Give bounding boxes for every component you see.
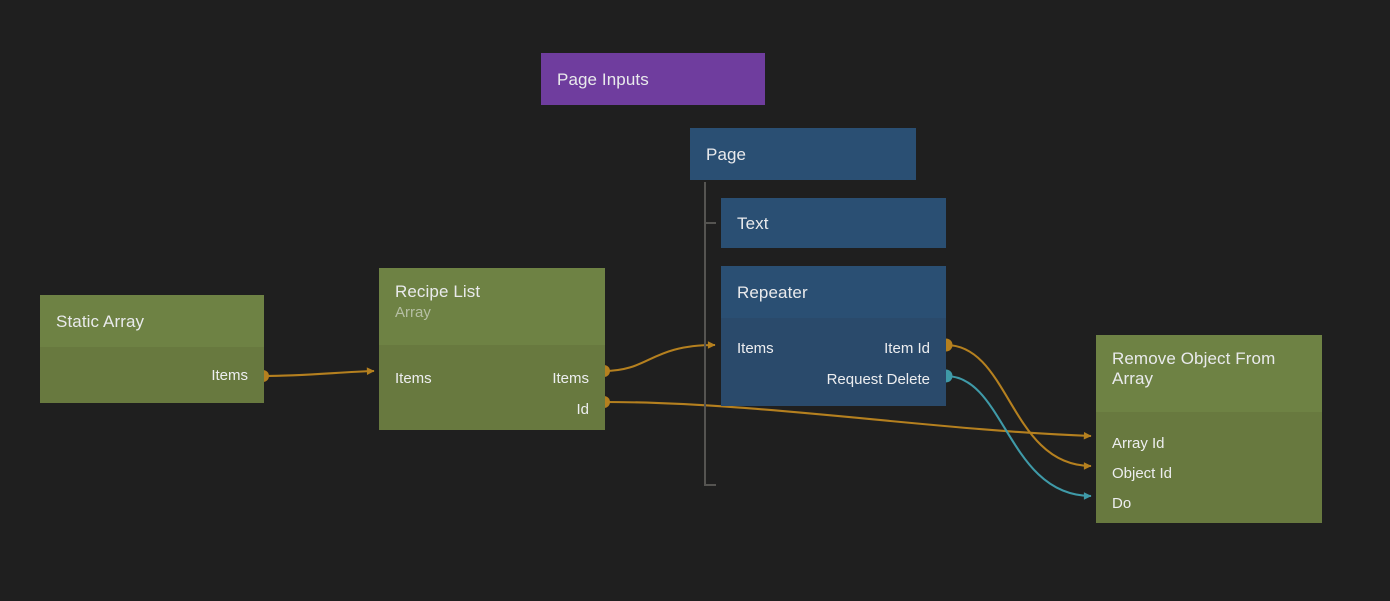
port-remove-do-label: Do bbox=[1112, 494, 1132, 512]
node-static-array[interactable]: Static Array Items bbox=[40, 295, 264, 403]
node-page-header: Page bbox=[690, 128, 916, 180]
node-page-inputs[interactable]: Page Inputs bbox=[541, 53, 765, 105]
port-recipe-list-id-label: Id bbox=[576, 400, 589, 418]
port-repeater-request-delete-label: Request Delete bbox=[826, 370, 930, 388]
wire-repeater-item-id-to-remove-object-id bbox=[945, 343, 1092, 470]
wire-recipe-list-id-to-remove-array-id bbox=[603, 400, 1092, 440]
node-remove-object-from-array-header: Remove Object From Array bbox=[1096, 335, 1322, 412]
port-recipe-list-id[interactable]: Id bbox=[576, 394, 589, 424]
port-recipe-list-items-in[interactable]: Items bbox=[395, 363, 432, 393]
tree-line-branch-repeater bbox=[704, 484, 716, 486]
port-repeater-request-delete[interactable]: Request Delete bbox=[737, 364, 930, 394]
port-remove-array-id-label: Array Id bbox=[1112, 434, 1165, 452]
port-remove-do[interactable]: Do bbox=[1112, 488, 1131, 518]
node-page-title: Page bbox=[706, 144, 747, 164]
node-recipe-list-body: Items Items Id bbox=[379, 345, 605, 430]
port-recipe-list-items-out[interactable]: Items bbox=[552, 363, 589, 393]
tree-line-branch-text bbox=[704, 222, 716, 224]
port-recipe-list-items-out-label: Items bbox=[552, 369, 589, 387]
node-remove-object-from-array[interactable]: Remove Object From Array Array Id Object… bbox=[1096, 335, 1322, 523]
node-static-array-title: Static Array bbox=[56, 311, 145, 331]
node-text[interactable]: Text bbox=[721, 198, 946, 248]
port-repeater-item-id[interactable]: Item Id bbox=[737, 333, 930, 363]
node-recipe-list[interactable]: Recipe List Array Items Items Id bbox=[379, 268, 605, 430]
node-repeater-header: Repeater bbox=[721, 266, 946, 318]
port-remove-array-id[interactable]: Array Id bbox=[1112, 428, 1165, 458]
port-repeater-items-label: Items bbox=[737, 339, 774, 357]
node-text-header: Text bbox=[721, 198, 946, 248]
node-page[interactable]: Page bbox=[690, 128, 916, 180]
wire-recipe-list-items-to-repeater-items bbox=[603, 341, 716, 373]
wire-static-array-items-to-recipe-list-items bbox=[262, 367, 375, 378]
node-remove-object-from-array-body: Array Id Object Id Do bbox=[1096, 412, 1322, 523]
tree-line-vertical bbox=[704, 182, 706, 485]
node-page-inputs-title: Page Inputs bbox=[557, 69, 649, 89]
node-recipe-list-subtitle: Array bbox=[395, 304, 431, 322]
node-page-inputs-header: Page Inputs bbox=[541, 53, 765, 105]
node-recipe-list-title: Recipe List bbox=[395, 282, 481, 301]
node-static-array-body: Items bbox=[40, 347, 264, 403]
port-repeater-items[interactable]: Items bbox=[737, 333, 930, 363]
node-remove-object-from-array-title: Remove Object From Array bbox=[1112, 349, 1276, 389]
wire-repeater-request-delete-to-remove-do bbox=[945, 374, 1092, 500]
port-remove-object-id[interactable]: Object Id bbox=[1112, 458, 1172, 488]
node-recipe-list-header: Recipe List Array bbox=[379, 268, 605, 345]
node-static-array-header: Static Array bbox=[40, 295, 264, 347]
port-repeater-item-id-label: Item Id bbox=[884, 339, 930, 357]
port-static-array-items-label: Items bbox=[211, 366, 248, 384]
port-recipe-list-items-in-label: Items bbox=[395, 369, 432, 387]
node-repeater-body: Items Item Id Request Delete bbox=[721, 318, 946, 406]
port-static-array-items[interactable]: Items bbox=[211, 360, 248, 390]
node-repeater[interactable]: Repeater Items Item Id Request Delete bbox=[721, 266, 946, 406]
node-repeater-title: Repeater bbox=[737, 282, 808, 302]
node-text-title: Text bbox=[737, 213, 769, 233]
port-remove-object-id-label: Object Id bbox=[1112, 464, 1173, 482]
